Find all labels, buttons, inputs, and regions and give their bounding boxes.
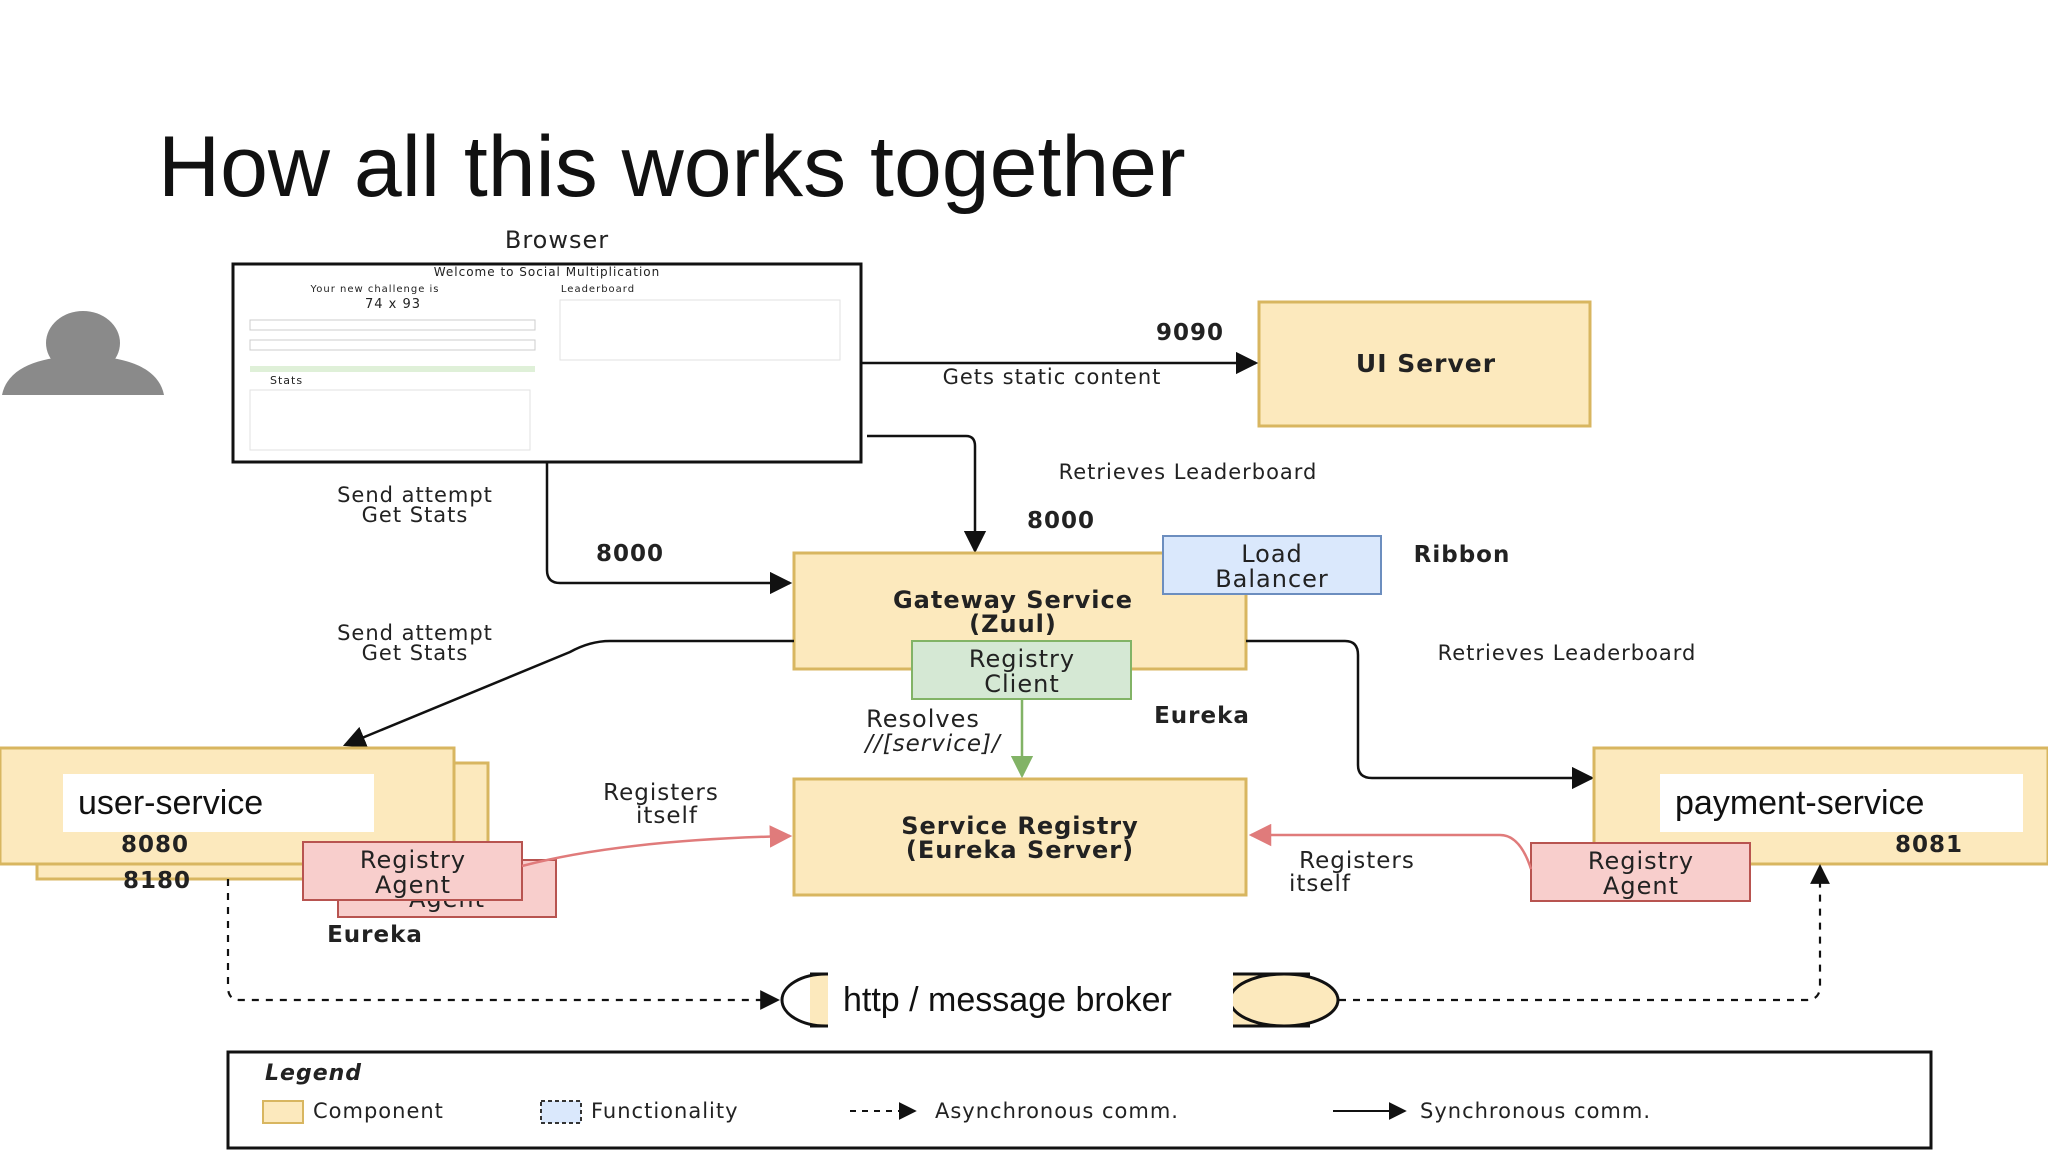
arrow-broker-to-payment	[1339, 864, 1830, 1002]
payment-agent-line2: Agent	[1603, 872, 1679, 900]
legend-async-label: Asynchronous comm.	[935, 1099, 1179, 1123]
registry-client-node: Registry Client	[911, 640, 1132, 700]
stats-label: Stats	[270, 374, 303, 387]
user-service-label: user-service	[63, 774, 374, 832]
load-balancer-line1: Load	[1241, 540, 1303, 568]
port-8000-left: 8000	[596, 541, 664, 567]
legend-functionality-swatch	[540, 1100, 582, 1124]
arrow-user-agent-registers	[521, 825, 793, 868]
ribbon-label: Ribbon	[1414, 542, 1511, 568]
broker-label: http / message broker	[828, 971, 1233, 1029]
browser-screenshot-title: Welcome to Social Multiplication	[434, 265, 661, 279]
retrieves-leaderboard-top: Retrieves Leaderboard	[1059, 460, 1318, 484]
arrow-browser-to-gateway-top	[867, 434, 987, 554]
payment-service-label: payment-service	[1660, 774, 2023, 832]
user-port-8180: 8180	[123, 868, 191, 894]
payment-agent-line1: Registry	[1588, 847, 1694, 875]
legend-functionality-label: Functionality	[591, 1099, 739, 1123]
user-registry-agent-node: Agent Registry Agent	[302, 841, 557, 918]
get-stats-label-2: Get Stats	[362, 641, 469, 665]
user-agent-line1: Registry	[360, 846, 466, 874]
arrow-gateway-to-user-service	[342, 639, 794, 748]
eureka-label-left: Eureka	[327, 922, 423, 948]
slide-title: How all this works together	[158, 119, 1186, 215]
person-icon	[2, 311, 164, 395]
user-port-8080: 8080	[121, 832, 189, 858]
user-agent-line2: Agent	[375, 871, 451, 899]
load-balancer-line2: Balancer	[1215, 565, 1329, 593]
service-registry-node: Service Registry (Eureka Server)	[792, 777, 1248, 897]
browser-label: Browser	[505, 226, 609, 254]
gateway-label-line2: (Zuul)	[969, 610, 1057, 638]
payment-registry-agent-node: Registry Agent	[1530, 842, 1751, 902]
resolves-label: Resolves	[866, 705, 980, 733]
get-stats-label-1: Get Stats	[362, 503, 469, 527]
arrow-gateway-to-payment-service	[1246, 639, 1595, 790]
registers-right-line1: Registers	[1299, 848, 1415, 874]
leaderboard-label: Leaderboard	[561, 284, 635, 295]
legend-component-label: Component	[313, 1099, 444, 1123]
port-9090: 9090	[1156, 320, 1224, 346]
legend-title: Legend	[265, 1061, 362, 1086]
ui-server-label: UI Server	[1356, 349, 1496, 378]
registers-right-line2: itself	[1289, 871, 1351, 897]
ui-server-node: UI Server	[1257, 300, 1592, 428]
registers-left-line2: itself	[636, 803, 698, 829]
payment-port-8081: 8081	[1895, 832, 1963, 858]
service-registry-line1: Service Registry	[901, 812, 1139, 840]
gateway-label-line1: Gateway Service	[893, 586, 1133, 614]
arrow-payment-agent-registers	[1248, 823, 1533, 870]
send-attempt-label-2: Send attempt	[337, 621, 493, 645]
challenge-value: 74 x 93	[365, 297, 421, 312]
load-balancer-node: Load Balancer	[1162, 535, 1382, 595]
challenge-label: Your new challenge is	[309, 284, 439, 295]
retrieves-leaderboard-right: Retrieves Leaderboard	[1438, 641, 1697, 665]
legend-box: Legend Component Functionality Asynchron…	[226, 1050, 1933, 1150]
browser-window: Welcome to Social Multiplication Your ne…	[231, 262, 863, 464]
arrow-user-to-broker	[226, 879, 780, 1010]
send-attempt-label-1: Send attempt	[337, 483, 493, 507]
registers-left-line1: Registers	[603, 780, 719, 806]
eureka-label-right: Eureka	[1154, 703, 1250, 729]
arrow-browser-to-gateway-left	[545, 462, 793, 595]
service-path-label: //[service]/	[863, 731, 1002, 757]
service-registry-line2: (Eureka Server)	[906, 836, 1134, 864]
gets-static-label: Gets static content	[943, 365, 1162, 389]
port-8000-top: 8000	[1027, 508, 1095, 534]
legend-component-swatch	[262, 1100, 304, 1124]
legend-sync-label: Synchronous comm.	[1420, 1099, 1651, 1123]
registry-client-line1: Registry	[969, 645, 1075, 673]
registry-client-line2: Client	[984, 670, 1059, 698]
